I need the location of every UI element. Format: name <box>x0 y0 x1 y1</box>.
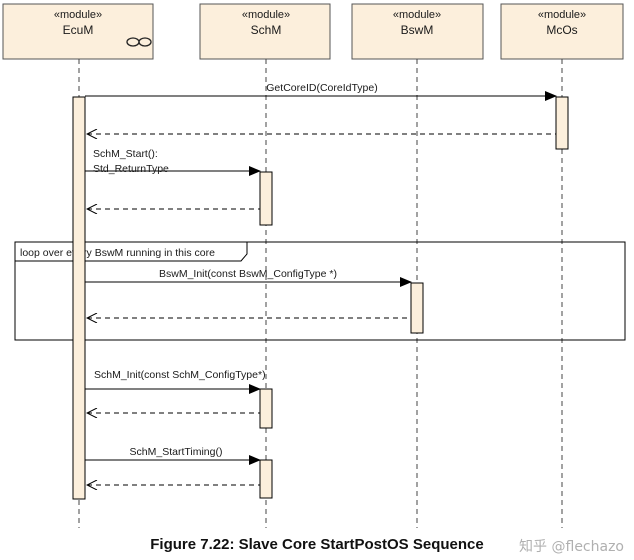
module-ecum-name: EcuM <box>63 23 94 37</box>
activation-schm-3 <box>259 459 273 499</box>
module-bswm: «module» BswM <box>351 3 484 60</box>
module-schm-stereotype: «module» <box>242 9 290 21</box>
message-schm-start: SchM_Start(): Std_ReturnType <box>85 148 261 176</box>
activation-mcos-1 <box>555 96 569 150</box>
module-bswm-name: BswM <box>401 23 434 37</box>
activation-schm-1 <box>259 171 273 226</box>
loop-label: loop over every BswM running in this cor… <box>20 247 215 259</box>
message-schm-start-timing: SchM_StartTiming() <box>85 446 261 465</box>
message-bswm-init: BswM_Init(const BswM_ConfigType *) <box>85 268 412 287</box>
message-schm-start-label-2: Std_ReturnType <box>93 163 169 175</box>
module-schm: «module» SchM <box>199 3 331 60</box>
activation-ecum <box>72 96 86 500</box>
module-bswm-stereotype: «module» <box>393 9 441 21</box>
module-mcos-stereotype: «module» <box>538 9 586 21</box>
activation-schm-2 <box>259 388 273 429</box>
infinity-icon <box>126 37 152 47</box>
message-schm-init-label: SchM_Init(const SchM_ConfigType*) <box>94 369 266 381</box>
watermark: 知乎 @flechazo <box>519 539 624 555</box>
loop-frame: loop over every BswM running in this cor… <box>14 241 626 341</box>
figure-caption: Figure 7.22: Slave Core StartPostOS Sequ… <box>150 536 484 553</box>
message-get-core-id: GetCoreID(CoreIdType) <box>85 82 557 101</box>
module-schm-name: SchM <box>251 23 282 37</box>
message-schm-init: SchM_Init(const SchM_ConfigType*) <box>85 369 266 394</box>
module-ecum-stereotype: «module» <box>54 9 102 21</box>
activation-bswm-1 <box>410 282 424 334</box>
message-bswm-init-label: BswM_Init(const BswM_ConfigType *) <box>159 268 337 280</box>
module-mcos: «module» McOs <box>500 3 624 60</box>
message-schm-start-timing-label: SchM_StartTiming() <box>130 446 223 458</box>
module-mcos-name: McOs <box>546 23 577 37</box>
module-ecum: «module» EcuM <box>2 3 154 60</box>
message-get-core-id-label: GetCoreID(CoreIdType) <box>266 82 377 94</box>
message-schm-start-label-1: SchM_Start(): <box>93 148 158 160</box>
